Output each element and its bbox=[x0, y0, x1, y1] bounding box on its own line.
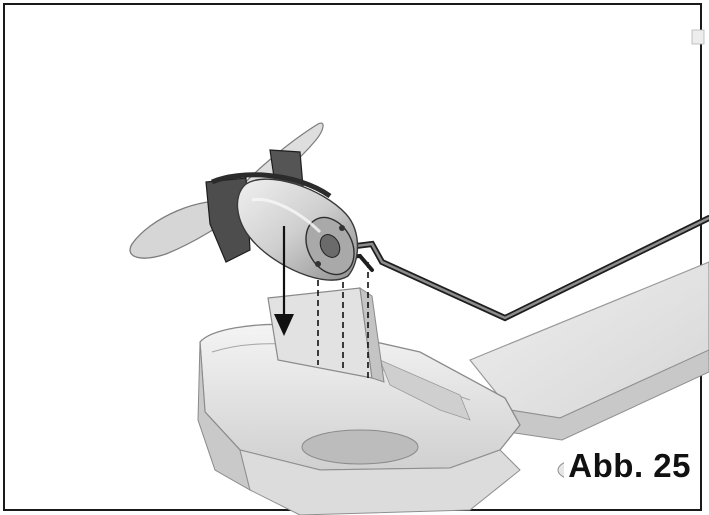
figure-caption: Abb. 25 bbox=[564, 445, 695, 487]
alignment-guides bbox=[317, 262, 369, 382]
corner-scrap bbox=[691, 29, 705, 45]
electric-motor bbox=[236, 178, 359, 281]
down-arrow-icon bbox=[274, 226, 294, 336]
